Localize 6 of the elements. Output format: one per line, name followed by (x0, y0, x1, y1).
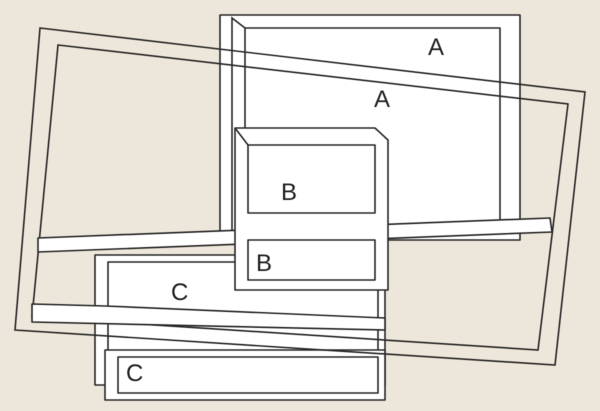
part-letter: A (428, 36, 444, 60)
part-letter: A (374, 88, 390, 112)
part-letter: B (281, 181, 298, 205)
part-letter: C (171, 281, 188, 305)
part-letter: C (126, 362, 144, 386)
part-letter: B (256, 252, 272, 276)
